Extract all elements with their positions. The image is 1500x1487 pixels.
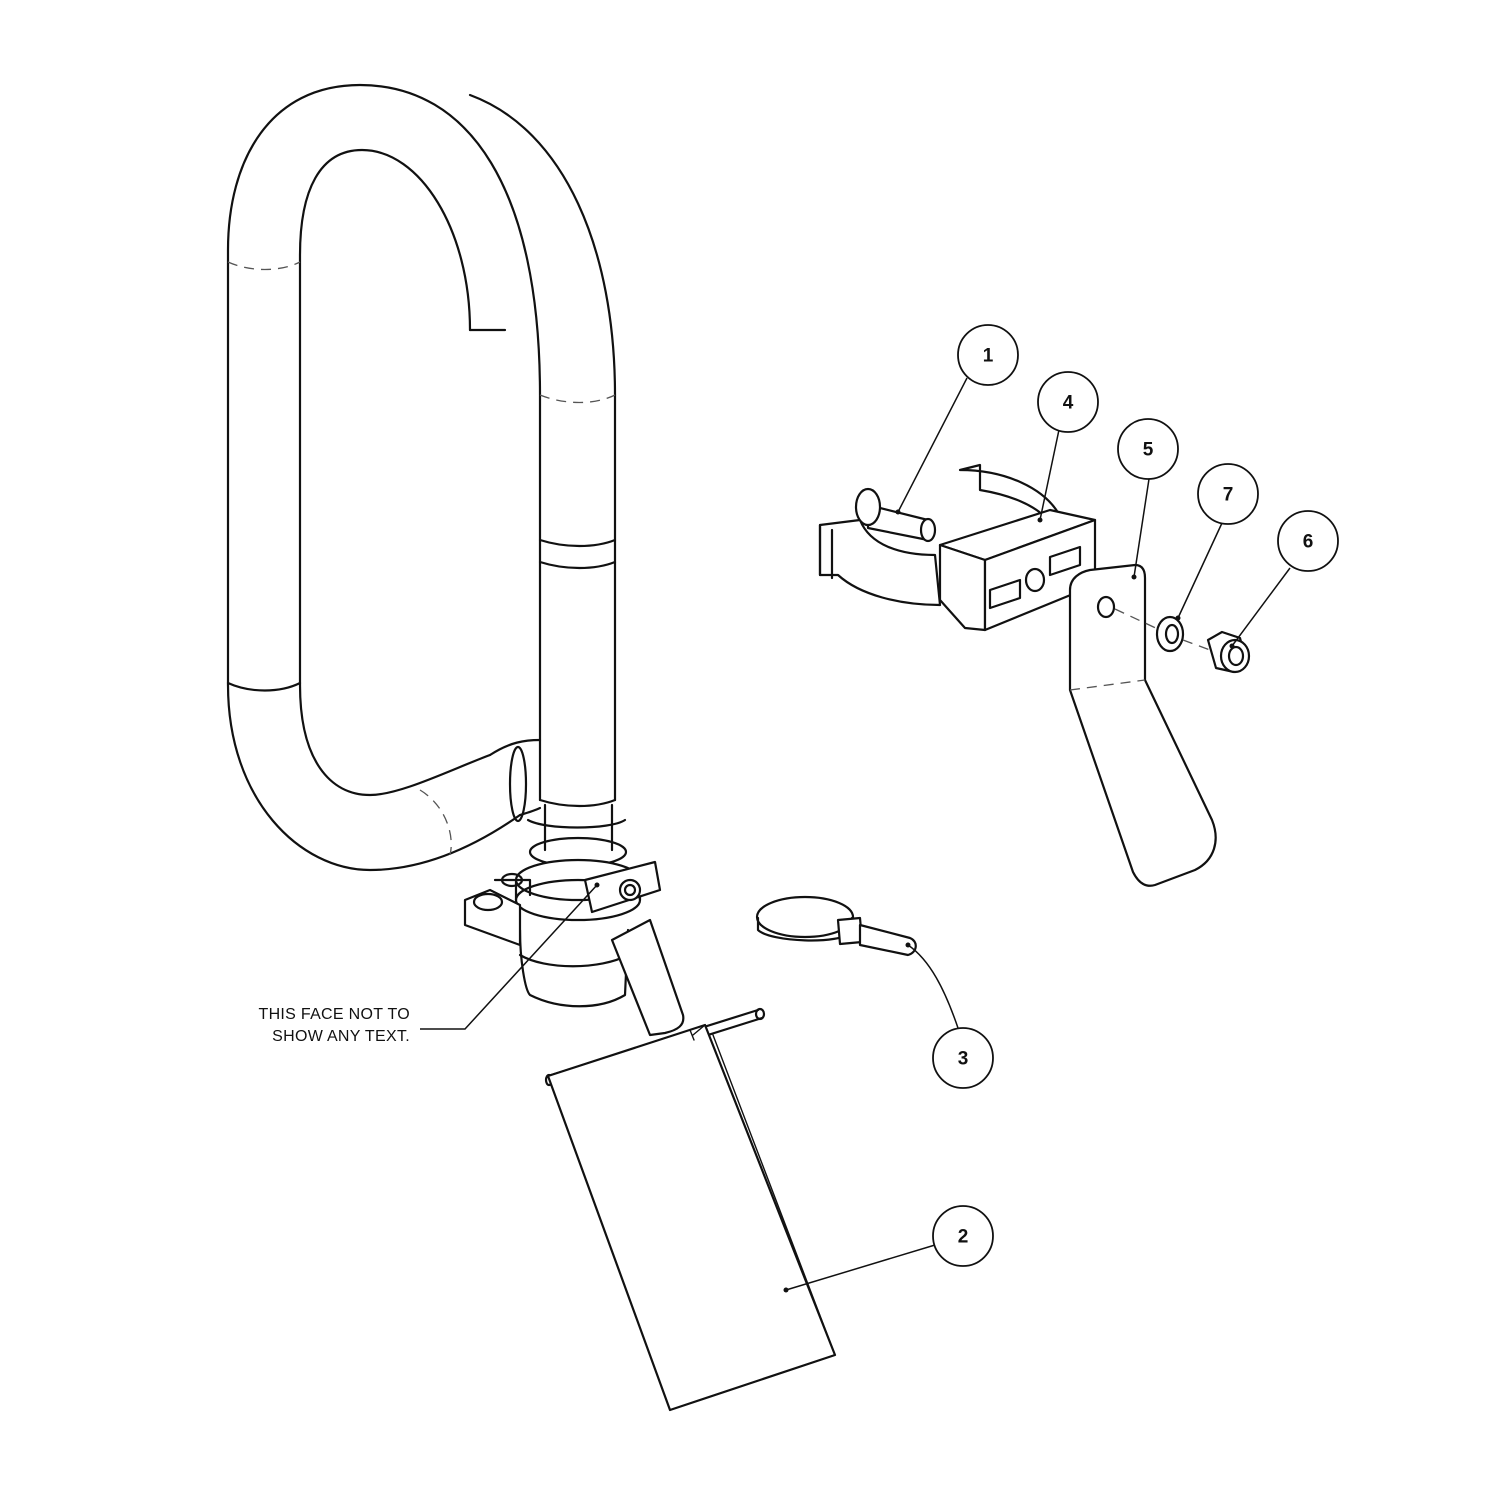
balloon-1: 1 — [957, 324, 1019, 386]
balloon-7-label: 7 — [1223, 485, 1234, 506]
note-line-1: THIS FACE NOT TO — [259, 1006, 411, 1023]
balloon-6-label: 6 — [1303, 532, 1314, 553]
balloon-3: 3 — [932, 1027, 994, 1089]
face-note: THIS FACE NOT TO SHOW ANY TEXT. — [259, 1006, 411, 1045]
balloon-5-label: 5 — [1143, 440, 1154, 461]
leader-lines — [420, 377, 1291, 1293]
balloon-4-label: 4 — [1063, 393, 1074, 414]
lock-nut — [1182, 630, 1251, 674]
bracket-plate — [1068, 563, 1217, 887]
balloon-5: 5 — [1117, 418, 1179, 480]
pipe-clamp — [818, 463, 1097, 632]
flag-sheet — [544, 1007, 837, 1412]
cable-tie — [755, 895, 917, 957]
bent-tube-handle — [226, 83, 617, 872]
balloon-7: 7 — [1197, 463, 1259, 525]
balloon-2-label: 2 — [958, 1227, 969, 1248]
valve-body — [463, 803, 685, 1037]
washer — [1114, 608, 1185, 653]
balloon-3-label: 3 — [958, 1049, 969, 1070]
balloon-6: 6 — [1277, 510, 1339, 572]
balloon-2: 2 — [932, 1205, 994, 1267]
balloon-1-label: 1 — [983, 346, 994, 367]
balloon-4: 4 — [1037, 371, 1099, 433]
note-line-2: SHOW ANY TEXT. — [272, 1028, 410, 1045]
